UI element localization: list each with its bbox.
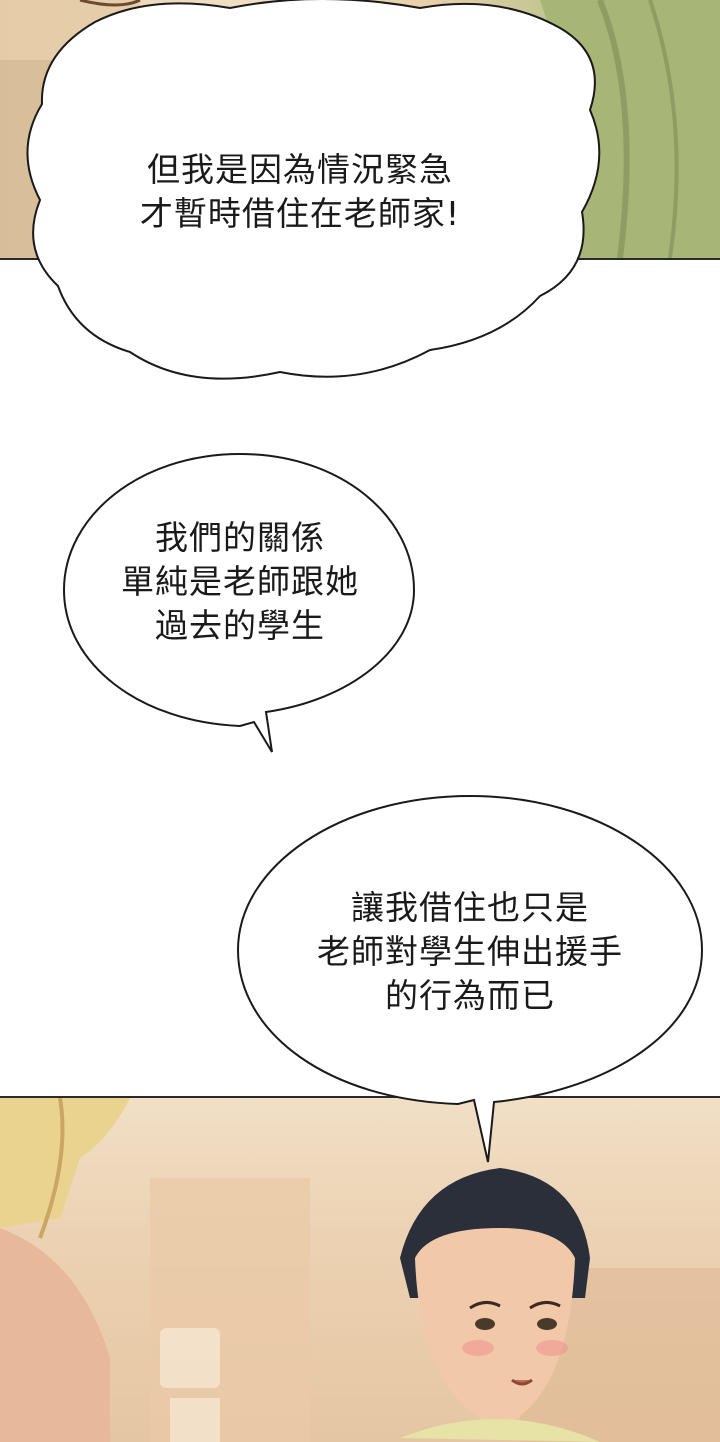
speech-bubble-3 xyxy=(236,794,704,1163)
bubble-1-line-1: 但我是因為情況緊急 xyxy=(147,150,453,189)
bubble-2-line-2: 單純是老師跟她 xyxy=(121,562,359,601)
bubble-2-line-3: 過去的學生 xyxy=(155,606,325,645)
bubble-3-line-1: 讓我借住也只是 xyxy=(351,888,589,927)
bubble-3-line-2: 老師對學生伸出援手 xyxy=(317,932,623,971)
speech-bubble-1 xyxy=(26,0,601,380)
bubble-1-line-2: 才暫時借住在老師家! xyxy=(139,194,461,233)
bubble-1-text: 但我是因為情況緊急 才暫時借住在老師家! xyxy=(90,148,510,236)
bubble-2-line-1: 我們的關係 xyxy=(155,518,325,557)
bubble-3-line-3: 的行為而已 xyxy=(385,976,555,1015)
speech-bubble-2 xyxy=(62,452,416,753)
bottom-panel-art xyxy=(0,1098,720,1442)
bottom-panel xyxy=(0,1096,720,1442)
bubble-2-text: 我們的關係 單純是老師跟她 過去的學生 xyxy=(90,516,390,648)
bubble-3-text: 讓我借住也只是 老師對學生伸出援手 的行為而已 xyxy=(270,886,670,1018)
